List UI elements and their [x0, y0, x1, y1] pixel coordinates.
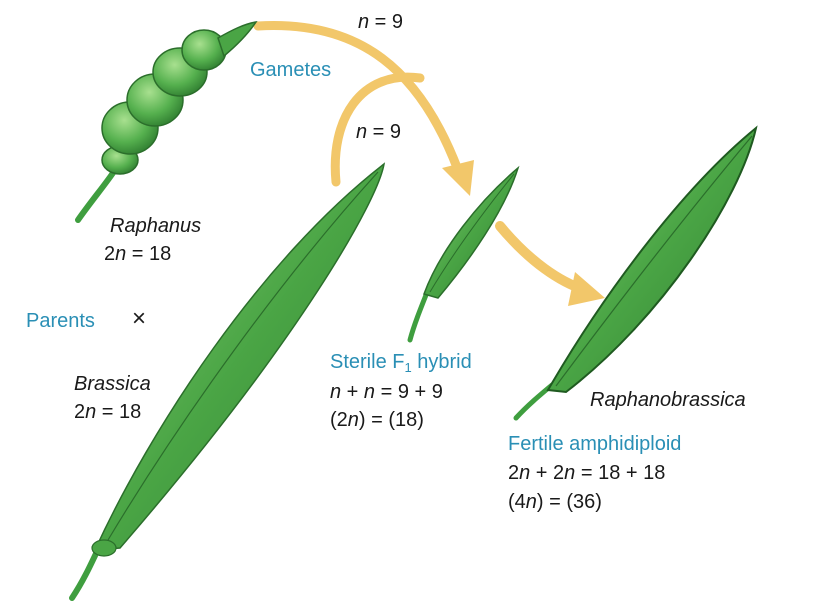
fertile-l3-pre: (4: [508, 491, 526, 513]
hybrid-to-amphidiploid-arrow: [495, 221, 605, 306]
sterile-title-pre: Sterile F: [330, 351, 405, 373]
sterile-title-sub: 1: [404, 360, 412, 375]
fertile-l2-n2: n: [564, 462, 576, 484]
fertile-amphidiploid-line3: (4n) = (36): [508, 492, 602, 512]
sterile-l3-rest: ) = (18): [358, 409, 424, 431]
gametes-label: Gametes: [250, 59, 332, 81]
brassica-eq: = 18: [96, 401, 142, 423]
raphanobrassica-name: Raphanobrassica: [590, 389, 746, 411]
fertile-amphidiploid-line2: 2n + 2n = 18 + 18: [508, 463, 665, 483]
sterile-l3-n: n: [347, 409, 359, 431]
fertile-amphidiploid-title: Fertile amphidiploid: [508, 433, 682, 455]
fertile-l3-n: n: [525, 491, 537, 513]
gamete-mid-n: n: [356, 121, 368, 143]
raphanus-name: Raphanus: [110, 215, 202, 237]
gamete-label-middle: n = 9: [356, 122, 401, 142]
raphanus-pod: [75, 20, 258, 223]
fertile-l2-rest: = 18 + 18: [575, 462, 666, 484]
sterile-hybrid-pod: [407, 165, 520, 343]
parents-label: Parents: [26, 310, 95, 332]
gamete-top-eq: = 9: [369, 11, 404, 33]
brassica-chromosomes: 2n = 18: [74, 402, 141, 422]
gamete-arrow-middle: [330, 72, 425, 187]
gamete-mid-eq: = 9: [367, 121, 402, 143]
sterile-title-post: hybrid: [411, 351, 472, 373]
sterile-l3-pre: (2: [330, 409, 348, 431]
brassica-n: n: [85, 401, 97, 423]
raphanobrassica-pod: [513, 125, 758, 421]
sterile-hybrid-line2: n + n = 9 + 9: [330, 382, 443, 402]
raphanus-n: n: [115, 243, 127, 265]
brassica-name: Brassica: [74, 373, 151, 395]
sterile-l2-rest: = 9 + 9: [375, 381, 443, 403]
fertile-l2-n1: n: [519, 462, 531, 484]
sterile-hybrid-title: Sterile F1 hybrid: [330, 352, 472, 374]
sterile-hybrid-line3: (2n) = (18): [330, 410, 424, 430]
fertile-l2-b: + 2: [530, 462, 565, 484]
sterile-l2-n2: n: [363, 381, 376, 403]
gamete-top-n: n: [358, 11, 370, 33]
raphanus-two: 2: [104, 243, 116, 265]
raphanus-eq: = 18: [126, 243, 172, 265]
brassica-two: 2: [74, 401, 86, 423]
sterile-l2-n1: n: [330, 381, 342, 403]
brassica-pod: [69, 162, 386, 601]
gamete-arrow-top: [253, 21, 474, 196]
gamete-label-top: n = 9: [358, 12, 403, 32]
fertile-l2-a: 2: [508, 462, 520, 484]
fertile-l3-rest: ) = (36): [536, 491, 602, 513]
sterile-l2-mid: +: [341, 381, 364, 403]
raphanus-chromosomes: 2n = 18: [104, 244, 171, 264]
cross-symbol: ×: [132, 305, 147, 332]
